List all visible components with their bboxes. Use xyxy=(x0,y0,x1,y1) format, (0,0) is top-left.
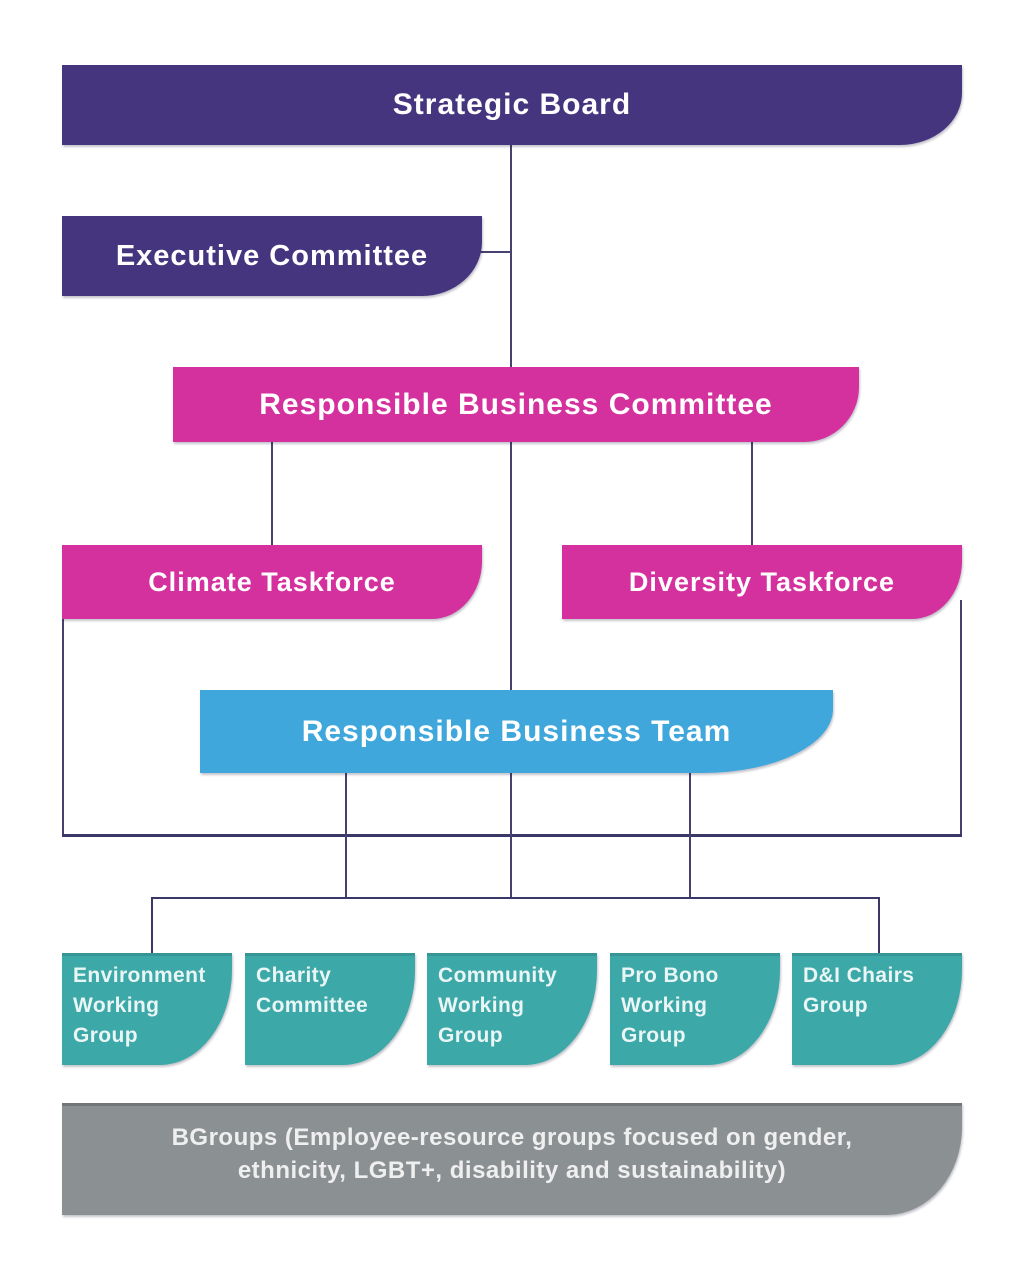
box-working-group-charity: Charity Committee xyxy=(245,953,415,1065)
climate-taskforce-label: Climate Taskforce xyxy=(148,566,396,597)
connector-committee-to-diversity xyxy=(751,435,753,547)
connector-team-down-left xyxy=(345,768,347,899)
working-group-charity-label: Charity Committee xyxy=(256,964,369,1017)
connector-executive-committee-branch xyxy=(455,251,512,253)
connector-stub-di-chairs-group xyxy=(878,897,880,954)
responsible-business-committee-label: Responsible Business Committee xyxy=(259,387,773,421)
responsible-business-team-label: Responsible Business Team xyxy=(301,714,732,748)
connector-strategic-board-to-committee xyxy=(510,140,512,370)
working-group-di-chairs-label: D&I Chairs Group xyxy=(803,964,915,1017)
box-working-group-environment: Environment Working Group xyxy=(62,953,232,1065)
working-group-pro-bono-label: Pro Bono Working Group xyxy=(621,964,719,1047)
diversity-taskforce-label: Diversity Taskforce xyxy=(628,566,896,597)
connector-committee-to-team xyxy=(510,435,512,700)
connector-committee-to-climate xyxy=(271,435,273,547)
box-strategic-board: Strategic Board xyxy=(62,65,962,145)
working-group-environment-label: Environment Working Group xyxy=(73,964,206,1047)
connector-diversity-down xyxy=(960,600,962,836)
box-executive-committee: Executive Committee xyxy=(62,216,482,296)
connector-working-groups-bus xyxy=(151,897,880,899)
connector-stub-environment-group xyxy=(151,897,153,954)
connector-team-down-right xyxy=(689,768,691,899)
connector-team-down-center xyxy=(510,768,512,899)
box-responsible-business-team: Responsible Business Team xyxy=(200,690,833,773)
bgroups-label: BGroups (Employee-resource groups focuse… xyxy=(171,1124,853,1184)
box-working-group-pro-bono: Pro Bono Working Group xyxy=(610,953,780,1065)
box-bgroups: BGroups (Employee-resource groups focuse… xyxy=(62,1103,962,1215)
connector-taskforce-bus xyxy=(62,834,962,837)
box-responsible-business-committee: Responsible Business Committee xyxy=(173,367,859,442)
strategic-board-label: Strategic Board xyxy=(392,88,632,121)
connector-climate-down xyxy=(62,612,64,836)
box-working-group-community: Community Working Group xyxy=(427,953,597,1065)
executive-committee-label: Executive Committee xyxy=(115,239,429,272)
box-climate-taskforce: Climate Taskforce xyxy=(62,545,482,619)
working-group-community-label: Community Working Group xyxy=(438,964,558,1047)
box-working-group-di-chairs: D&I Chairs Group xyxy=(792,953,962,1065)
box-diversity-taskforce: Diversity Taskforce xyxy=(562,545,962,619)
